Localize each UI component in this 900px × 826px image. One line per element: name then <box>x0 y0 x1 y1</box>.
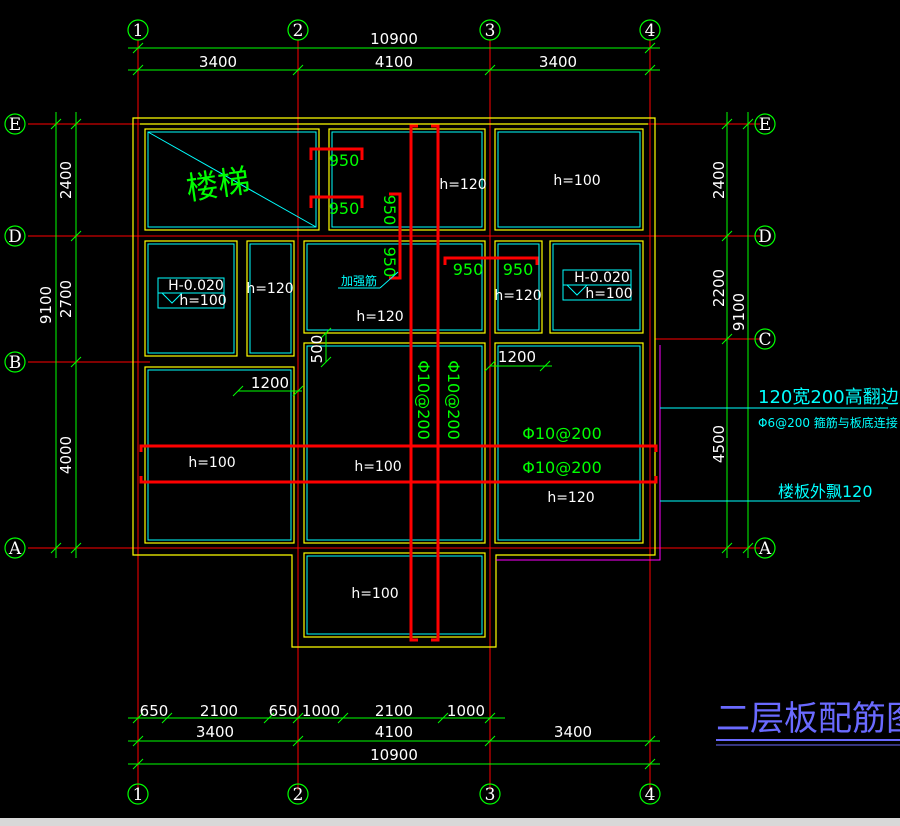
elevation-callout-right <box>562 269 632 301</box>
bottom-dimensions <box>128 712 660 770</box>
dim-500: 500 <box>308 335 326 364</box>
slab-label-h120-c: h=120 <box>356 309 403 325</box>
reinforce-note: 加强筋 <box>341 273 377 288</box>
axis-label-col-3: 3 <box>485 21 496 41</box>
dim-bottom-span-2: 4100 <box>375 723 413 741</box>
dim-right-span-1: 2400 <box>710 161 728 199</box>
rebar-phi-h2: Φ10@200 <box>522 458 602 477</box>
grid-axis-lines <box>28 40 760 790</box>
slab-label-h100-bottom: h=100 <box>351 586 398 602</box>
dim-bottom-total: 10900 <box>370 746 418 764</box>
axis-label-row-b: B <box>9 353 22 373</box>
axis-label-col-2-bottom: 2 <box>293 785 304 805</box>
axis-label-right-d: D <box>758 227 772 247</box>
slab-outlines <box>147 131 641 635</box>
top-dimensions <box>128 42 660 76</box>
elevation-left-thickness: h=100 <box>179 293 226 309</box>
axis-label-row-e: E <box>9 115 21 135</box>
rebar-lines <box>139 124 658 642</box>
axis-label-col-1: 1 <box>133 21 144 41</box>
local-dimensions <box>232 327 552 397</box>
axis-label-col-3-bottom: 3 <box>485 785 496 805</box>
dim-right-span-3: 4500 <box>710 425 728 463</box>
edge-beam-stirrup-note: Φ6@200 箍筋与板底连接 <box>758 415 898 430</box>
dim-bottom-detail-1: 650 <box>140 702 169 720</box>
axis-label-right-c: C <box>758 330 771 350</box>
rebar-phi-v2: Φ10@200 <box>444 360 463 440</box>
rebar-950-v1: 950 <box>380 195 399 226</box>
dim-bottom-detail-2: 2100 <box>200 702 238 720</box>
dim-bottom-detail-6: 1000 <box>447 702 485 720</box>
dim-right-span-2: 2200 <box>710 269 728 307</box>
dim-right-total: 9100 <box>730 293 748 331</box>
dim-left-total: 9100 <box>37 286 55 324</box>
rebar-950-b: 950 <box>329 199 360 218</box>
dim-top-total: 10900 <box>370 30 418 48</box>
dim-left-span-2: 2700 <box>57 280 75 318</box>
axis-bubbles <box>4 19 776 805</box>
rebar-phi-h1: Φ10@200 <box>522 424 602 443</box>
elevation-right-thickness: h=100 <box>585 286 632 302</box>
rebar-950-v2: 950 <box>380 247 399 278</box>
axis-label-col-4-bottom: 4 <box>645 785 656 805</box>
slab-label-h120-b: h=120 <box>246 281 293 297</box>
left-dimensions <box>50 112 82 558</box>
elevation-right-value: H-0.020 <box>574 270 630 286</box>
elevation-left-value: H-0.020 <box>168 278 224 294</box>
rebar-950-c: 950 <box>453 260 484 279</box>
dim-bottom-span-3: 3400 <box>554 723 592 741</box>
slab-label-h100-mid: h=100 <box>354 459 401 475</box>
axis-label-col-2: 2 <box>293 21 304 41</box>
axis-label-right-e: E <box>759 115 771 135</box>
slab-label-h100-topright: h=100 <box>553 173 600 189</box>
beam-outline <box>132 117 656 648</box>
dim-bottom-detail-3: 650 <box>269 702 298 720</box>
dim-left-span-1: 2400 <box>57 161 75 199</box>
overhang-outline <box>496 345 661 561</box>
dim-top-span-1: 3400 <box>199 53 237 71</box>
dim-bottom-detail-4: 1000 <box>302 702 340 720</box>
elevation-callout-left <box>157 277 225 309</box>
slab-label-h120-right: h=120 <box>547 490 594 506</box>
rebar-phi-v1: Φ10@200 <box>414 360 433 440</box>
drawing-title: 二层板配筋图 <box>716 699 900 739</box>
axis-label-row-d: D <box>8 227 22 247</box>
dim-bottom-detail-5: 2100 <box>375 702 413 720</box>
dim-1200-left: 1200 <box>251 374 289 392</box>
stairs-label: 楼梯 <box>184 161 253 208</box>
note-leaders <box>660 407 888 502</box>
edge-beam-note: 120宽200高翻边 <box>758 387 899 408</box>
slab-label-h120-a: h=120 <box>439 177 486 193</box>
slab-label-h120-d: h=120 <box>494 288 541 304</box>
dim-left-span-3: 4000 <box>57 436 75 474</box>
overhang-note: 楼板外飘120 <box>778 482 873 501</box>
axis-label-right-a: A <box>758 539 772 559</box>
dim-bottom-span-1: 3400 <box>196 723 234 741</box>
axis-label-col-1-bottom: 1 <box>133 785 144 805</box>
dim-1200-right: 1200 <box>498 348 536 366</box>
rebar-950-a: 950 <box>329 151 360 170</box>
right-dimensions <box>721 112 754 558</box>
rebar-950-d: 950 <box>503 260 534 279</box>
dim-top-span-3: 3400 <box>539 53 577 71</box>
status-bar <box>0 818 900 826</box>
axis-label-row-a: A <box>8 539 22 559</box>
slab-label-h100-left: h=100 <box>188 455 235 471</box>
axis-label-col-4: 4 <box>645 21 656 41</box>
dim-top-span-2: 4100 <box>375 53 413 71</box>
reinforce-leader <box>338 271 399 289</box>
